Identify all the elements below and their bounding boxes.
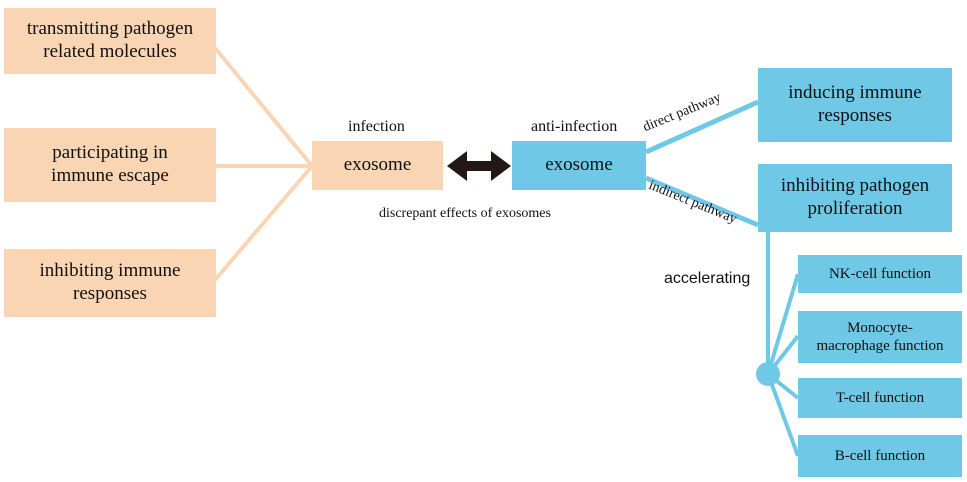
box-immune-escape: participating in immune escape [4, 128, 216, 202]
spoke-bcell [766, 373, 800, 457]
caption-discrepant-effects: discrepant effects of exosomes [379, 206, 551, 221]
connector-top-left [213, 46, 314, 168]
connector-indirect-pathway [645, 175, 759, 228]
spoke-nk [766, 273, 800, 375]
connector-bottom-left [213, 164, 314, 282]
double-arrow-icon [447, 151, 511, 181]
box-inducing-immune-responses: inducing immune responses [758, 68, 952, 142]
box-monocyte-macrophage-function: Monocyte- macrophage function [798, 311, 962, 363]
box-transmitting-pathogen: transmitting pathogen related molecules [4, 8, 216, 74]
box-inhibiting-pathogen-proliferation: inhibiting pathogen proliferation [758, 164, 952, 232]
box-inhibiting-immune-responses: inhibiting immune responses [4, 249, 216, 317]
connector-direct-pathway [644, 99, 760, 155]
box-b-cell-function: B-cell function [798, 435, 962, 477]
spoke-monocyte [766, 334, 800, 376]
label-accelerating: accelerating [664, 270, 751, 287]
caption-anti-infection: anti-infection [531, 118, 618, 135]
box-t-cell-function: T-cell function [798, 378, 962, 418]
caption-infection: infection [348, 118, 405, 135]
spoke-tcell [766, 372, 800, 400]
anti-infection-exosome-box: exosome [512, 141, 646, 190]
box-nk-cell-function: NK-cell function [798, 255, 962, 293]
infection-exosome-box: exosome [312, 141, 443, 190]
